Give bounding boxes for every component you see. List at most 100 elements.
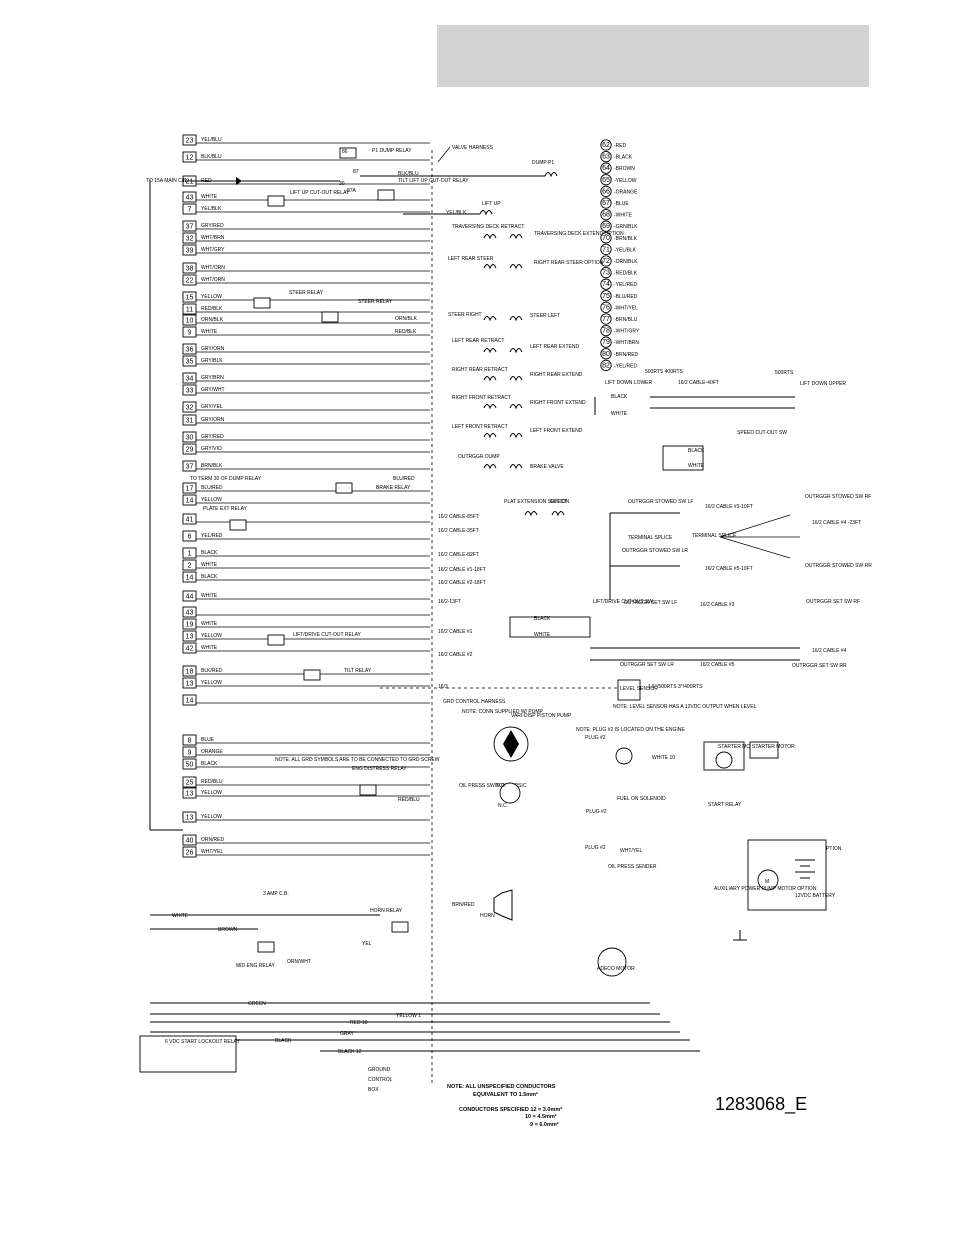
left-terminal-wire-label: ORN/RED	[201, 837, 224, 843]
right-terminal-wire-label: -BRN/RED	[614, 352, 639, 358]
level-sensor-label: LEVEL SENSOR	[620, 686, 658, 692]
to-15a-label: TO 15A MAIN C/B	[146, 178, 187, 184]
plug2-label-3: PLUG #2	[585, 845, 606, 851]
oil-no: N.O.	[496, 783, 506, 789]
right-terminal-wire-label: -BRN/BLK	[614, 236, 638, 242]
left-terminal-box	[182, 618, 197, 630]
left-terminal-wire-label: WHITE	[201, 329, 218, 335]
right-terminal-wire-label: -ORN/BLK	[614, 259, 638, 265]
diode-symbol	[236, 177, 242, 185]
left-terminal-box	[182, 734, 197, 746]
left-terminal-wire-label: YELLOW	[201, 497, 222, 503]
left-terminal-number: 26	[186, 850, 194, 857]
left-terminal-wire-label: WHT/ORN	[201, 277, 225, 283]
right-terminal-wire-label: -YELLOW	[614, 178, 637, 184]
left-terminal-wire-label: BLUE	[201, 737, 215, 743]
term-splice-1-label: TERMINAL SPLICE	[628, 535, 673, 541]
left-terminal-number: 32	[186, 405, 194, 412]
right-terminal-circle	[600, 243, 612, 256]
left-rear-extend-label: LEFT REAR EXTEND	[530, 344, 579, 350]
right-terminal-wire-label: -BRN/BLU	[614, 317, 638, 323]
left-terminal-number: 32	[186, 236, 194, 243]
wire-label-wht-yel: WHT/YEL	[620, 848, 642, 854]
lbl-green-bot: GREEN	[248, 1001, 266, 1007]
left-terminal-number: 14	[186, 698, 194, 705]
valve-harness-label: VALVE HARNESS	[452, 145, 494, 151]
lbl-black-sc: BLACK	[688, 448, 705, 454]
left-terminal-box	[182, 244, 197, 256]
right-terminal-number: 82	[602, 362, 610, 369]
right-terminal-number: 74	[602, 281, 610, 288]
left-rear-steer-label: LEFT REAR STEER	[448, 256, 494, 262]
right-terminal-circle	[600, 266, 612, 279]
eng-distress-label: ENG DISTRESS RELAY	[352, 766, 407, 772]
right-terminal-wire-label: -BLU/RED	[614, 294, 638, 300]
piston-pump-label: VARI-DISP PISTON PUMP	[511, 713, 572, 719]
left-terminal-box	[182, 513, 197, 525]
left-terminal-wire-label: YELLOW	[201, 633, 222, 639]
left-terminal-number: 11	[186, 307, 193, 314]
right-terminal-number: 64	[602, 165, 610, 172]
eng-distress-relay: ENG DISTRESS RELAY	[352, 766, 407, 796]
left-terminal-box	[182, 274, 197, 286]
right-terminal-number: 71	[602, 246, 610, 253]
lbl-black-ldsw: BLACK	[534, 616, 551, 622]
left-terminal-wire-label: WHT/ORN	[201, 265, 225, 271]
left-terminal-number: 6	[188, 534, 192, 541]
right-terminal-number: 67	[602, 200, 610, 207]
os-rr-label: OUTRGGR STOWED SW RR	[805, 563, 872, 569]
right-terminal-number: 65	[602, 177, 610, 184]
starter-motor-box	[749, 741, 779, 759]
left-terminal-wire-label: YEL/BLU	[201, 137, 222, 143]
horn-icon	[493, 889, 513, 921]
left-terminal-wire-label: GRY/BRN	[201, 375, 224, 381]
steer-left-label: STEER LEFT	[530, 313, 560, 319]
right-terminal-wire-label: -WHT/BRN	[614, 340, 639, 346]
lbl-gray: GRAY	[340, 1031, 354, 1037]
wire-label-orn-wht: ORN/WHT	[287, 959, 311, 965]
left-terminal-box	[182, 530, 197, 542]
left-terminal-number: 13	[186, 815, 194, 822]
note-line-5: 9 = 6.0mm²	[530, 1121, 559, 1128]
set-rf-label: OUTRGGR SET SW RF	[806, 599, 860, 605]
note-line-3: CONDUCTORS SPECIFIED 12 = 3.0mm²	[459, 1106, 562, 1113]
contact-87: 87	[353, 169, 359, 175]
right-terminal-circle	[600, 197, 612, 209]
lift-drive-cutout-label: LIFT/DRIVE CUT-OUT RELAY	[293, 632, 362, 638]
right-terminal-circle	[600, 313, 612, 325]
switch-500-label: 500RTS	[775, 370, 794, 376]
right-terminal-number: 69	[602, 223, 610, 230]
wire-label-red-blk: RED/BLK	[395, 329, 417, 335]
plat-ext-option-label: OPTION	[550, 499, 570, 505]
left-terminal-number: 33	[186, 388, 194, 395]
right-terminal-wire-label: -RED/BLK	[614, 271, 638, 277]
left-front-extend-label: LEFT FRONT EXTEND	[530, 428, 583, 434]
aux-pump-motor-symbol	[757, 869, 779, 891]
start-lockout-label: 6 VDC START LOCKOUT RELAY	[165, 1039, 241, 1045]
right-terminal-circle	[600, 324, 612, 337]
left-terminal-wire-label: YELLOW	[201, 294, 222, 300]
ground-box-label-2: CONTROL	[368, 1077, 393, 1083]
right-front-retract-label: RIGHT FRONT RETRACT	[452, 395, 511, 401]
left-terminal-number: 22	[186, 278, 194, 285]
right-terminal-circle	[600, 150, 612, 163]
splice-line-2	[719, 536, 791, 559]
left-terminal-wire-label: YELLOW	[201, 790, 222, 796]
right-front-extend-label: RIGHT FRONT EXTEND	[530, 400, 586, 406]
plug2-label-2: PLUG #2	[586, 809, 607, 815]
grd-note-label: NOTE: ALL GRD SYMBOLS ARE TO BE CONNECTE…	[275, 757, 440, 763]
steer-relay-2: STEER RELAY	[321, 299, 393, 323]
valve-right-rear: RIGHT REAR RETRACT RIGHT REAR EXTEND	[452, 367, 583, 382]
left-terminal-number: 30	[186, 435, 194, 442]
left-terminal-number: 31	[186, 418, 194, 425]
left-terminal-box	[182, 746, 197, 758]
left-terminal-box	[182, 355, 197, 367]
left-terminal-wire-label: GRY/RED	[201, 434, 224, 440]
os-lf-label: OUTRGGR STOWED SW LF	[628, 499, 693, 505]
horn-relay-label: HORN RELAY	[370, 908, 403, 914]
left-terminal-box	[182, 372, 197, 384]
left-terminal-box	[182, 303, 197, 315]
lbl-black12: BLACK 12	[338, 1049, 362, 1055]
left-terminal-wire-label: WHT/YEL	[201, 849, 223, 855]
